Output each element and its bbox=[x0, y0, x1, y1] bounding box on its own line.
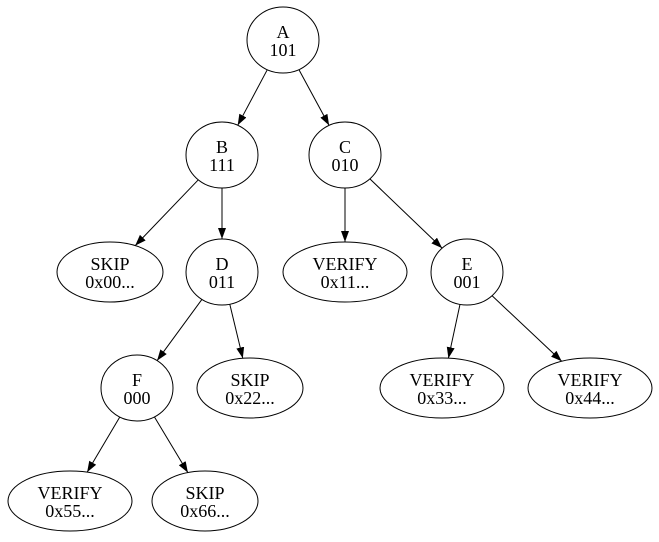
leaf-verify-0x55-sublabel: 0x55... bbox=[45, 501, 95, 521]
node-d-label: D bbox=[216, 254, 229, 274]
node-b-label: B bbox=[216, 137, 228, 157]
node-a-label: A bbox=[277, 22, 290, 42]
leaf-verify-0x44-sublabel: 0x44... bbox=[565, 388, 615, 408]
node-c-sublabel: 010 bbox=[332, 155, 359, 175]
leaf-verify-0x55-shape bbox=[7, 470, 133, 532]
leaf-verify-0x11-sublabel: 0x11... bbox=[321, 272, 370, 292]
leaf-verify-0x55-label: VERIFY bbox=[37, 483, 102, 503]
leaf-skip-0x00-shape bbox=[56, 241, 164, 303]
node-a-shape bbox=[246, 6, 320, 74]
leaf-verify-0x44-label: VERIFY bbox=[557, 370, 622, 390]
edge-node-c-to-node-e bbox=[369, 178, 443, 249]
leaf-skip-0x00-label: SKIP bbox=[90, 254, 129, 274]
edge-node-a-to-node-b bbox=[237, 69, 268, 126]
leaf-verify-0x33-label: VERIFY bbox=[409, 370, 474, 390]
leaf-verify-0x44-shape bbox=[527, 357, 653, 419]
leaf-verify-0x33-sublabel: 0x33... bbox=[417, 388, 467, 408]
leaf-verify-0x55: VERIFY0x55... bbox=[7, 470, 133, 532]
node-e-sublabel: 001 bbox=[454, 272, 481, 292]
leaf-skip-0x66-sublabel: 0x66... bbox=[180, 501, 230, 521]
edge-node-f-to-leaf-skip-0x66 bbox=[153, 416, 189, 473]
edge-node-b-to-leaf-skip-0x00 bbox=[134, 179, 199, 246]
edge-node-e-to-leaf-verify-0x44 bbox=[491, 295, 563, 362]
edge-node-f-to-leaf-verify-0x55 bbox=[86, 416, 121, 473]
leaf-skip-0x22-sublabel: 0x22... bbox=[225, 388, 275, 408]
leaf-skip-0x22-shape bbox=[196, 357, 304, 419]
leaf-verify-0x33: VERIFY0x33... bbox=[379, 357, 505, 419]
leaf-verify-0x11-shape bbox=[282, 241, 408, 303]
node-b-sublabel: 111 bbox=[209, 155, 235, 175]
edge-node-e-to-leaf-verify-0x33 bbox=[446, 304, 461, 359]
node-a-sublabel: 101 bbox=[270, 40, 297, 60]
edge-node-d-to-node-f bbox=[156, 299, 203, 361]
leaf-verify-0x11-label: VERIFY bbox=[312, 254, 377, 274]
leaf-skip-0x00: SKIP0x00... bbox=[56, 241, 164, 303]
leaf-skip-0x66: SKIP0x66... bbox=[151, 470, 259, 532]
leaf-verify-0x44: VERIFY0x44... bbox=[527, 357, 653, 419]
leaf-verify-0x33-shape bbox=[379, 357, 505, 419]
node-d-shape bbox=[185, 238, 259, 306]
nodes-layer: A101B111C010SKIP0x00...D011VERIFY0x11...… bbox=[7, 6, 653, 532]
node-f-shape bbox=[100, 354, 174, 422]
leaf-skip-0x00-sublabel: 0x00... bbox=[85, 272, 135, 292]
node-c-label: C bbox=[339, 137, 351, 157]
edge-node-d-to-leaf-skip-0x22 bbox=[229, 304, 245, 359]
node-d-sublabel: 011 bbox=[209, 272, 235, 292]
edges-layer bbox=[86, 69, 563, 473]
node-f-label: F bbox=[132, 370, 142, 390]
leaf-skip-0x66-shape bbox=[151, 470, 259, 532]
edge-node-a-to-node-c bbox=[298, 69, 330, 126]
node-e-shape bbox=[430, 238, 504, 306]
leaf-skip-0x22-label: SKIP bbox=[230, 370, 269, 390]
node-c-shape bbox=[308, 121, 382, 189]
leaf-skip-0x22: SKIP0x22... bbox=[196, 357, 304, 419]
node-e-label: E bbox=[462, 254, 473, 274]
node-f-sublabel: 000 bbox=[124, 388, 151, 408]
node-b-shape bbox=[185, 121, 259, 189]
leaf-verify-0x11: VERIFY0x11... bbox=[282, 241, 408, 303]
leaf-skip-0x66-label: SKIP bbox=[185, 483, 224, 503]
